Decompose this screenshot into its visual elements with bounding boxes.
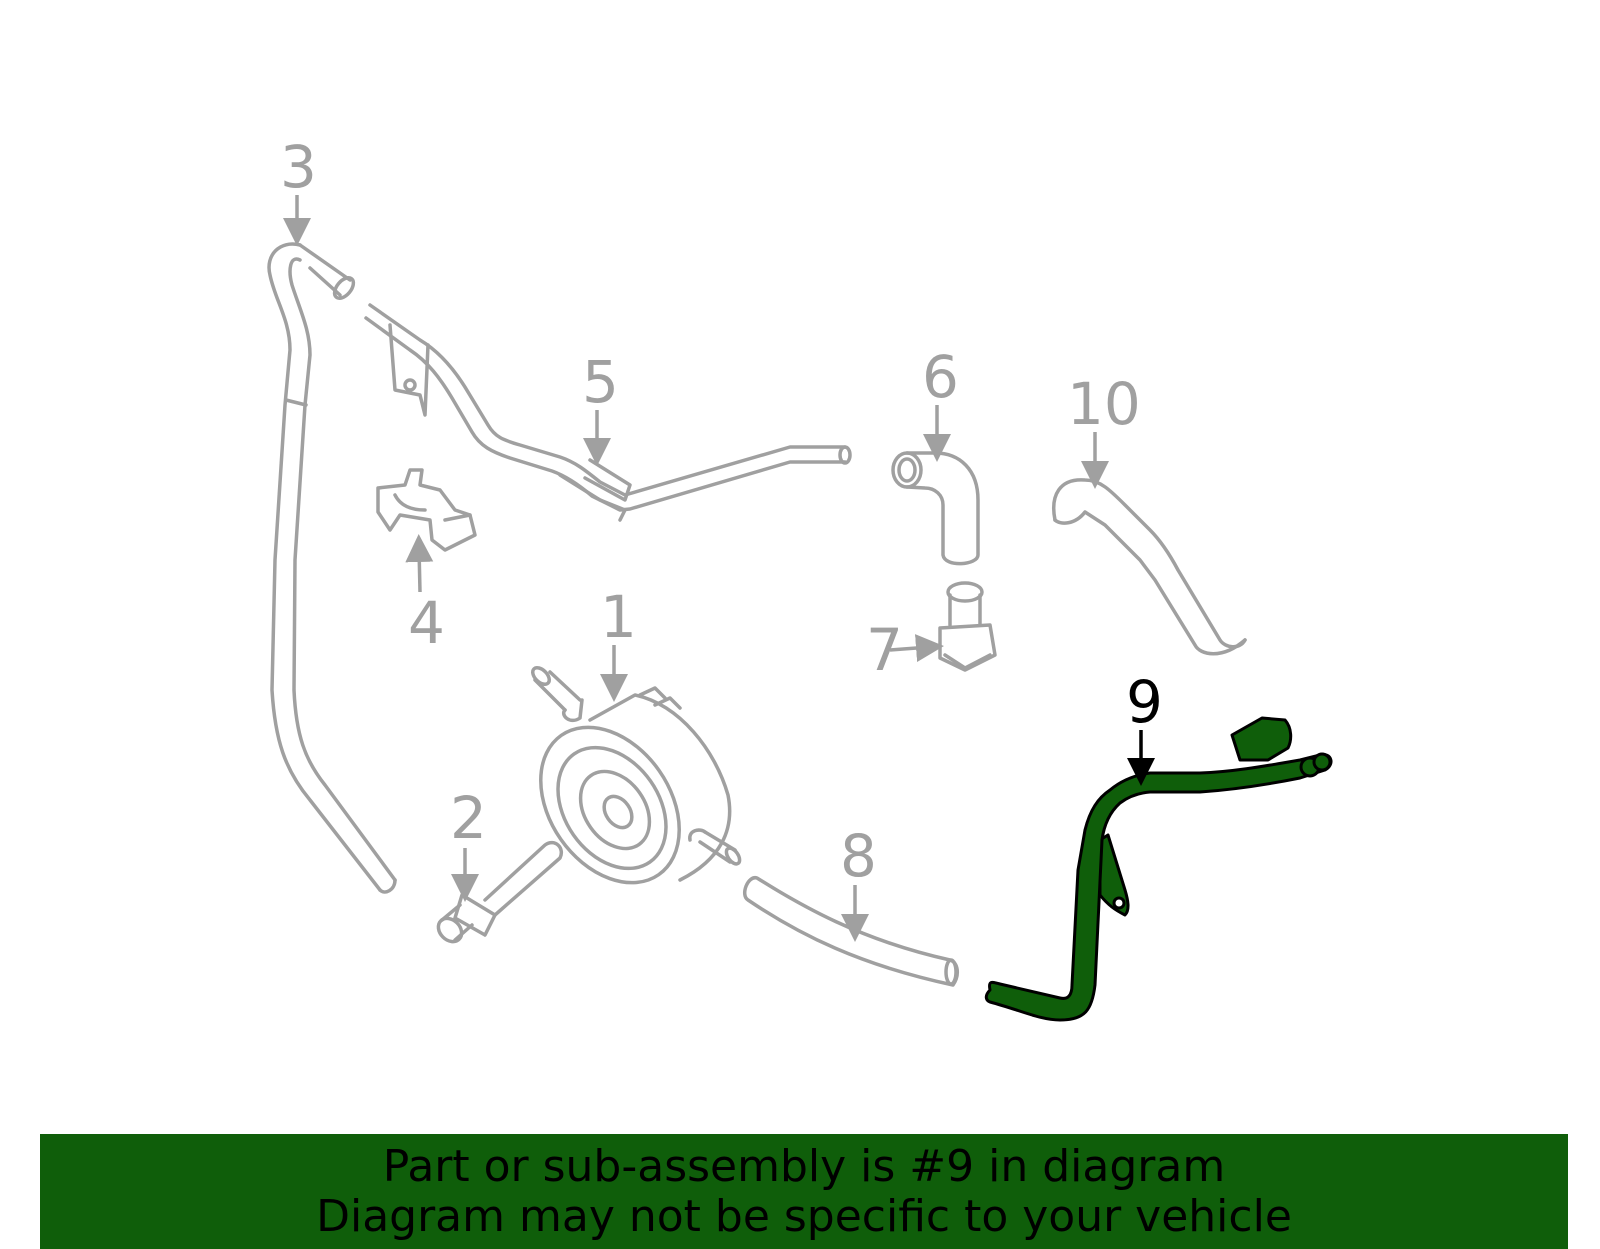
callout-7-arrow (889, 634, 944, 663)
part-3-hose[interactable] (267, 242, 397, 894)
banner-line-1: Part or sub-assembly is #9 in diagram (382, 1141, 1226, 1192)
callout-6[interactable]: 6 (922, 343, 959, 411)
callout-4[interactable]: 4 (408, 589, 445, 657)
callout-5[interactable]: 5 (582, 348, 619, 416)
callout-9[interactable]: 9 (1126, 668, 1163, 736)
callout-4-arrow (405, 534, 434, 593)
part-6-elbow-hose[interactable] (891, 451, 980, 566)
callout-10[interactable]: 10 (1067, 370, 1141, 438)
part-7-fitting[interactable] (938, 581, 997, 672)
part-8-hose[interactable] (743, 876, 959, 987)
info-banner: Part or sub-assembly is #9 in diagram Di… (40, 1134, 1568, 1249)
callout-8[interactable]: 8 (840, 822, 877, 890)
part-5-tube[interactable] (364, 303, 852, 522)
part-1-oil-cooler[interactable] (512, 665, 742, 909)
callout-1[interactable]: 1 (600, 583, 637, 651)
banner-line-2: Diagram may not be specific to your vehi… (316, 1191, 1292, 1242)
callout-2[interactable]: 2 (450, 784, 487, 852)
callout-7[interactable]: 7 (866, 616, 903, 684)
part-2-bolt[interactable] (434, 840, 563, 947)
part-10-hose[interactable] (1052, 478, 1247, 656)
part-9-tube-highlighted[interactable] (984, 716, 1333, 1022)
callout-3[interactable]: 3 (280, 133, 317, 201)
part-4-clip[interactable] (376, 468, 477, 552)
